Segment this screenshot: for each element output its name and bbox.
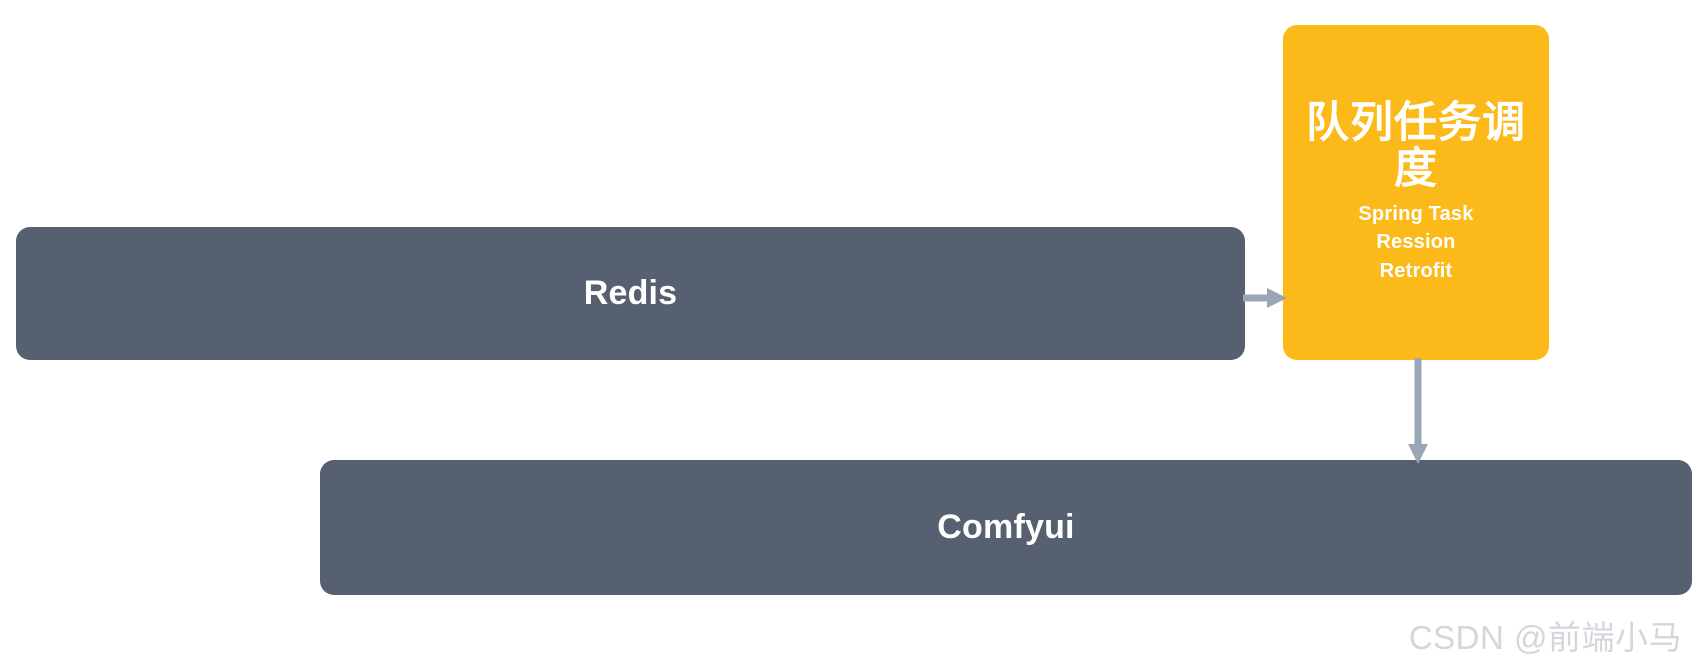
node-comfyui-label: Comfyui (937, 508, 1075, 546)
node-queue-task-scheduling[interactable]: 队列任务调度 Spring Task Ression Retrofit (1283, 25, 1549, 360)
arrow-right-icon-redis-to-queue (1243, 288, 1287, 308)
node-queue-title: 队列任务调度 (1306, 98, 1526, 193)
arrow-head (1267, 288, 1287, 308)
node-redis-label: Redis (583, 274, 678, 312)
node-queue-subtitle-spring-task: Spring Task (1358, 202, 1474, 225)
arrow-down-icon-queue-to-comfyui (1408, 358, 1428, 464)
watermark-text: CSDN @前端小马 (1408, 619, 1682, 656)
node-comfyui[interactable]: Comfyui (320, 460, 1692, 595)
node-redis[interactable]: Redis (16, 227, 1245, 360)
node-queue-subtitle-retrofit: Retrofit (1379, 259, 1453, 282)
arrow-head (1408, 444, 1428, 464)
node-queue-subtitle-ression: Ression (1376, 231, 1456, 254)
